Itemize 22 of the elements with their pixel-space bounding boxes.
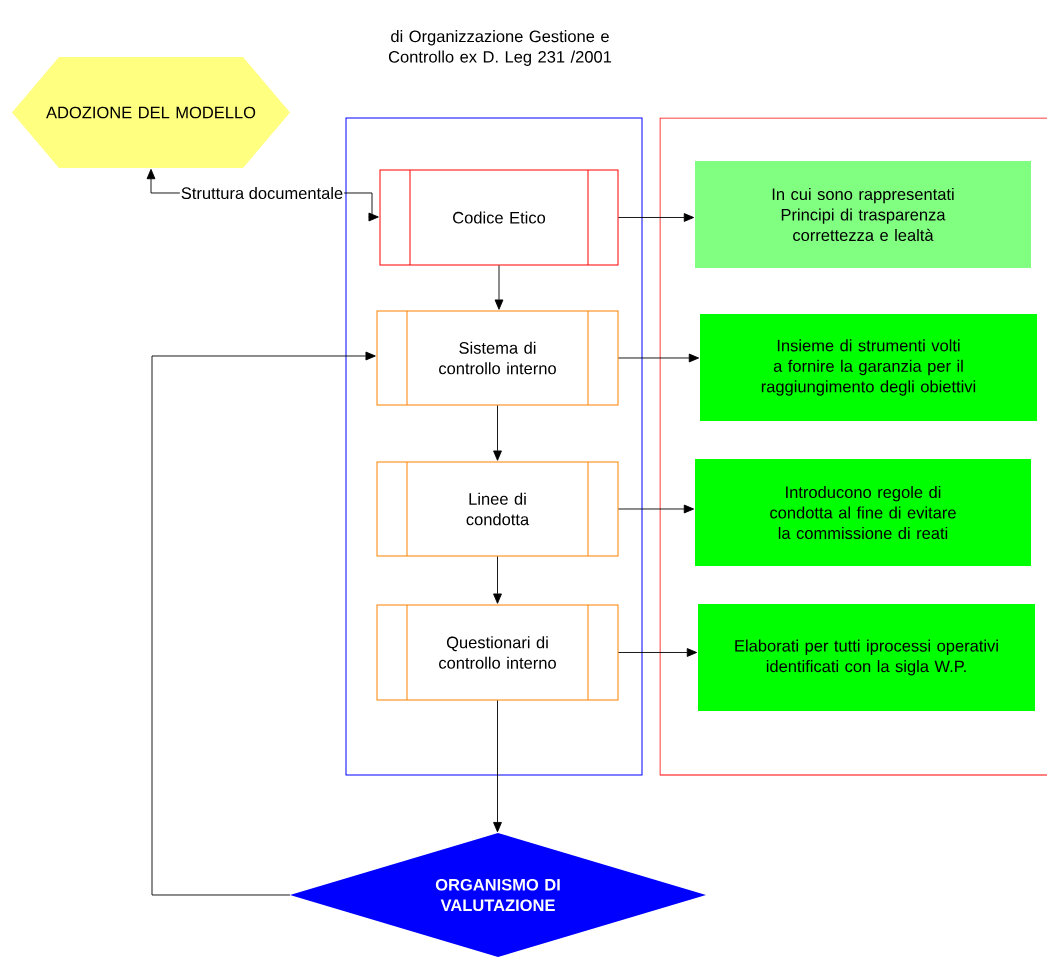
arrow [618,648,698,657]
group-frame [345,117,643,776]
process-box: Sistema di controllo interno [376,310,619,406]
process-box: Codice Etico [379,169,619,266]
arrow [618,504,695,514]
title: di Organizzazione Gestione e Controllo ex D. Leg 231 /2001 [388,30,612,66]
arrow [493,405,502,461]
description-box: Elaborati per tutti iprocessi operativi identificati con la sigla W.P. [698,604,1035,711]
group-frame [659,117,1047,776]
arrow [151,351,376,896]
arrow [493,700,502,833]
description-box: In cui sono rappresentati Principi di trasparenza correttezza e lealtà [695,161,1031,268]
arrow [493,556,502,604]
edge-label: Struttura documentale [179,185,345,201]
description-box: Introducono regole di condotta al fine di evitare la commissione di reati [695,459,1031,566]
arrow [618,213,695,222]
process-box: Linee di condotta [376,461,619,557]
description-box: Insieme di strumenti volti a fornire la garanzia per il raggiungimento degli obiettivi [700,314,1037,421]
arrow [494,265,504,310]
process-box: Questionari di controllo interno [376,604,619,701]
arrow [618,353,700,363]
hexagon-box: ADOZIONE DEL MODELLO [12,57,290,168]
